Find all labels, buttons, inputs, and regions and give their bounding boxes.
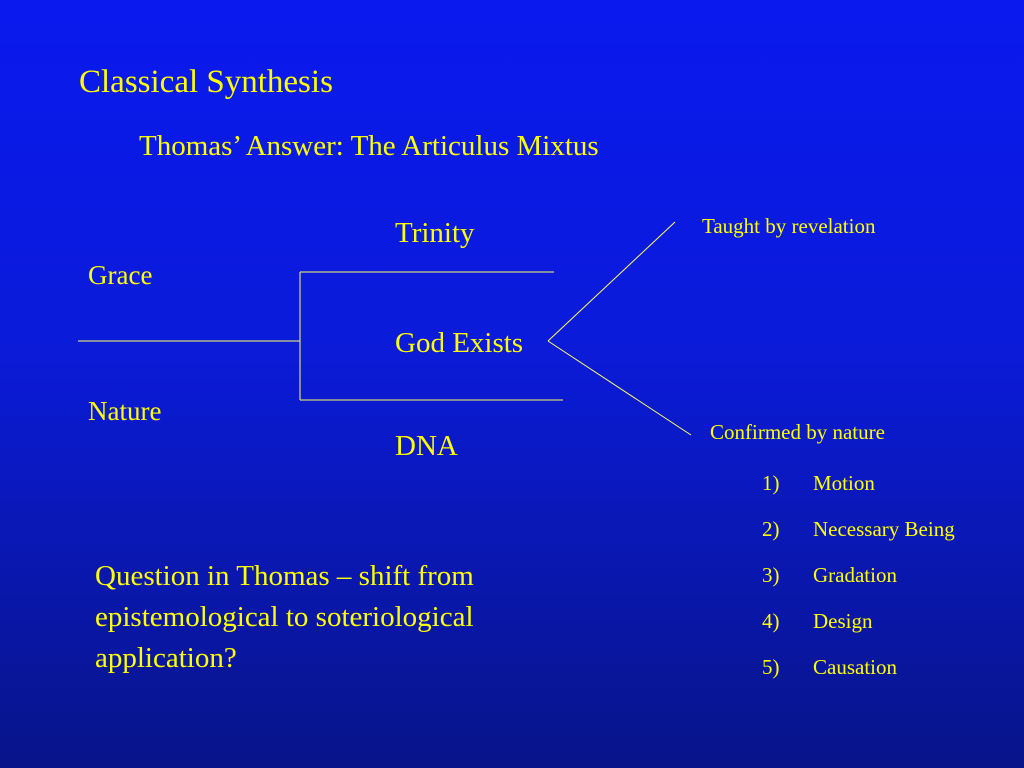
list-item-label: Motion xyxy=(813,471,875,495)
list-item-number: 1) xyxy=(762,471,780,495)
list-item-number: 2) xyxy=(762,517,780,541)
taught-by-revelation-label: Taught by revelation xyxy=(702,214,876,238)
trinity-label: Trinity xyxy=(395,217,475,249)
slide-subtitle: Thomas’ Answer: The Articulus Mixtus xyxy=(139,130,599,162)
revelation-branch-line xyxy=(547,221,676,342)
question-line: epistemological to soteriological xyxy=(95,601,474,633)
list-item-label: Necessary Being xyxy=(813,517,955,541)
grace-label: Grace xyxy=(88,260,153,290)
dna-label: DNA xyxy=(395,430,458,462)
nature-label: Nature xyxy=(88,396,162,426)
nature-branch-line xyxy=(547,340,692,436)
list-item-number: 4) xyxy=(762,609,780,633)
confirmed-by-nature-label: Confirmed by nature xyxy=(710,420,885,444)
list-item-label: Causation xyxy=(813,655,897,679)
slide-title: Classical Synthesis xyxy=(79,64,333,100)
list-item-label: Design xyxy=(813,609,873,633)
question-line: Question in Thomas – shift from xyxy=(95,560,474,592)
god-exists-label: God Exists xyxy=(395,327,524,359)
question-line: application? xyxy=(95,642,237,674)
list-item-number: 3) xyxy=(762,563,780,587)
list-item-number: 5) xyxy=(762,655,780,679)
list-item-label: Gradation xyxy=(813,563,897,587)
